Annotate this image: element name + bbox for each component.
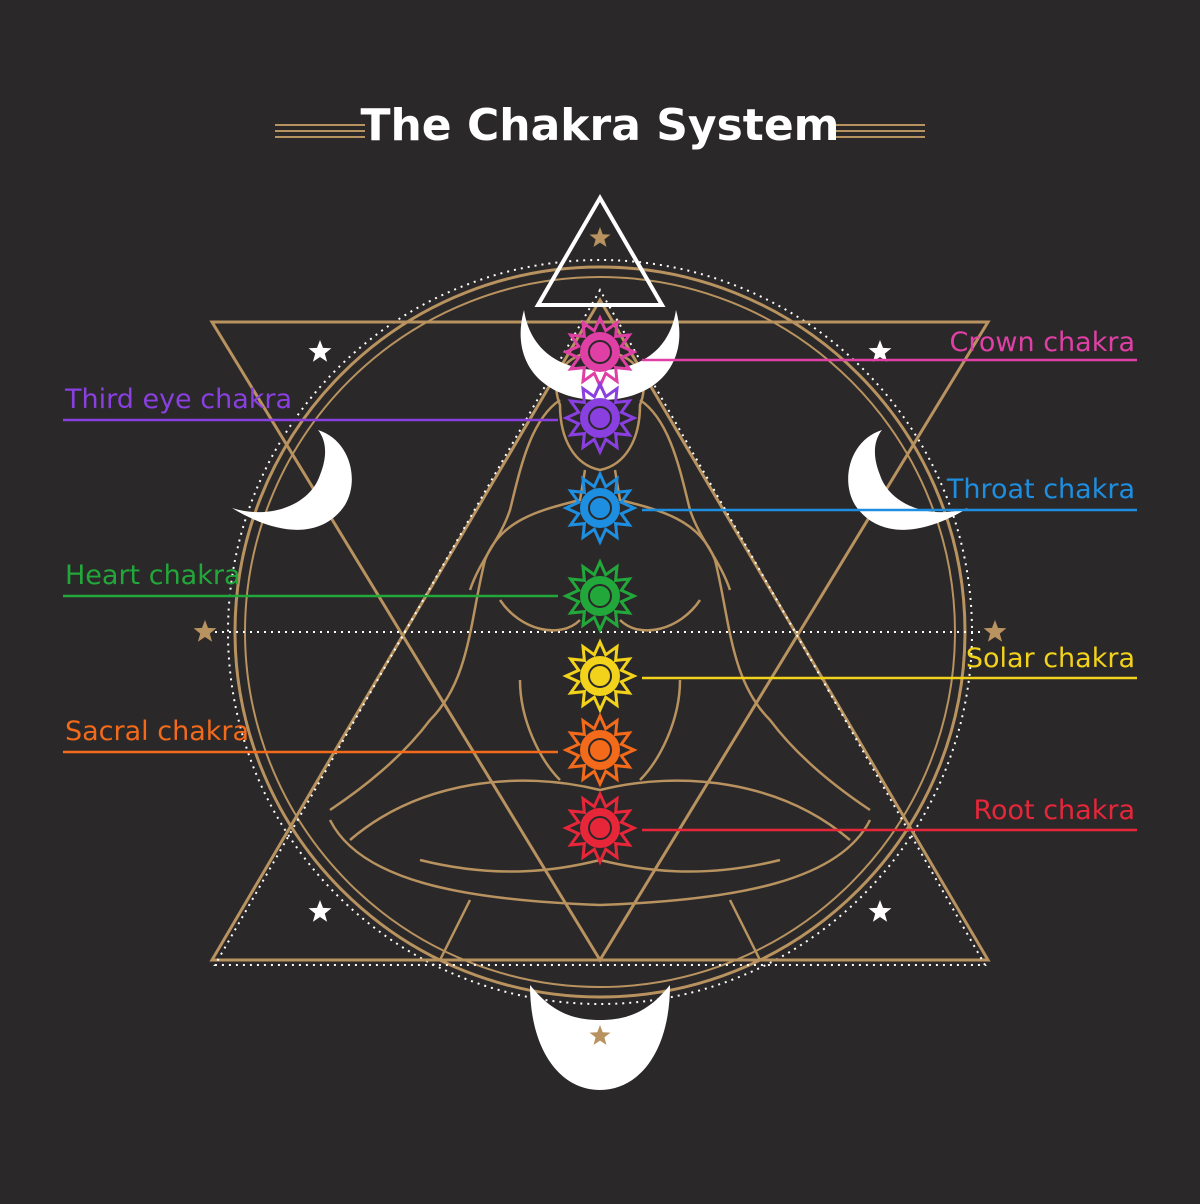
left-crescent-moon	[232, 430, 352, 530]
page-title: The Chakra System	[360, 100, 840, 151]
bottom-gold-star-icon	[589, 1025, 611, 1045]
crown-core	[580, 332, 620, 372]
throat-inner-ring	[588, 496, 612, 520]
throat-chakra-symbol	[562, 470, 638, 546]
lower-left-star-icon	[308, 900, 332, 922]
left-gold-star-icon	[193, 620, 217, 642]
third-eye-core	[580, 398, 620, 438]
upper-right-star-icon	[868, 340, 892, 362]
top-triangle-star-icon	[589, 227, 611, 247]
solar-chakra-symbol	[562, 638, 638, 714]
root-core	[580, 808, 620, 848]
solar-chakra-label: Solar chakra	[965, 643, 1135, 674]
right-gold-star-icon	[983, 620, 1007, 642]
third-eye-inner-ring	[588, 406, 612, 430]
heart-inner-ring	[588, 584, 612, 608]
sacral-petals	[562, 712, 638, 788]
root-inner-ring	[588, 816, 612, 840]
heart-chakra-label: Heart chakra	[65, 560, 241, 591]
heart-chakra-symbol	[562, 558, 638, 634]
meditating-figure	[328, 348, 872, 961]
third-eye-petals	[562, 380, 638, 456]
solar-inner-ring	[588, 664, 612, 688]
heart-core	[580, 576, 620, 616]
title-ornament-right	[835, 124, 925, 138]
throat-chakra-label: Throat chakra	[946, 474, 1135, 505]
crown-chakra-label: Crown chakra	[949, 327, 1135, 358]
upper-left-star-icon	[308, 340, 332, 362]
root-petals	[562, 790, 638, 866]
solar-petals	[562, 638, 638, 714]
title-ornament-left	[275, 124, 365, 138]
top-white-triangle	[534, 194, 666, 307]
dotted-triangle	[213, 287, 987, 966]
heart-petals	[562, 558, 638, 634]
crown-inner-ring	[588, 340, 612, 364]
throat-petals	[562, 470, 638, 546]
top-crescent-moon	[520, 310, 680, 400]
solar-core	[580, 656, 620, 696]
right-crescent-moon	[848, 430, 968, 530]
sacral-chakra-symbol	[562, 712, 638, 788]
lower-right-star-icon	[868, 900, 892, 922]
root-chakra-symbol	[562, 790, 638, 866]
throat-core	[580, 488, 620, 528]
inverted-gold-triangle	[209, 320, 991, 963]
sacral-core	[580, 730, 620, 770]
third-eye-chakra-symbol	[562, 380, 638, 456]
sacral-inner-ring	[588, 738, 612, 762]
third-eye-chakra-label: Third eye chakra	[65, 384, 293, 415]
root-chakra-label: Root chakra	[973, 795, 1135, 826]
sacral-chakra-label: Sacral chakra	[65, 716, 250, 747]
